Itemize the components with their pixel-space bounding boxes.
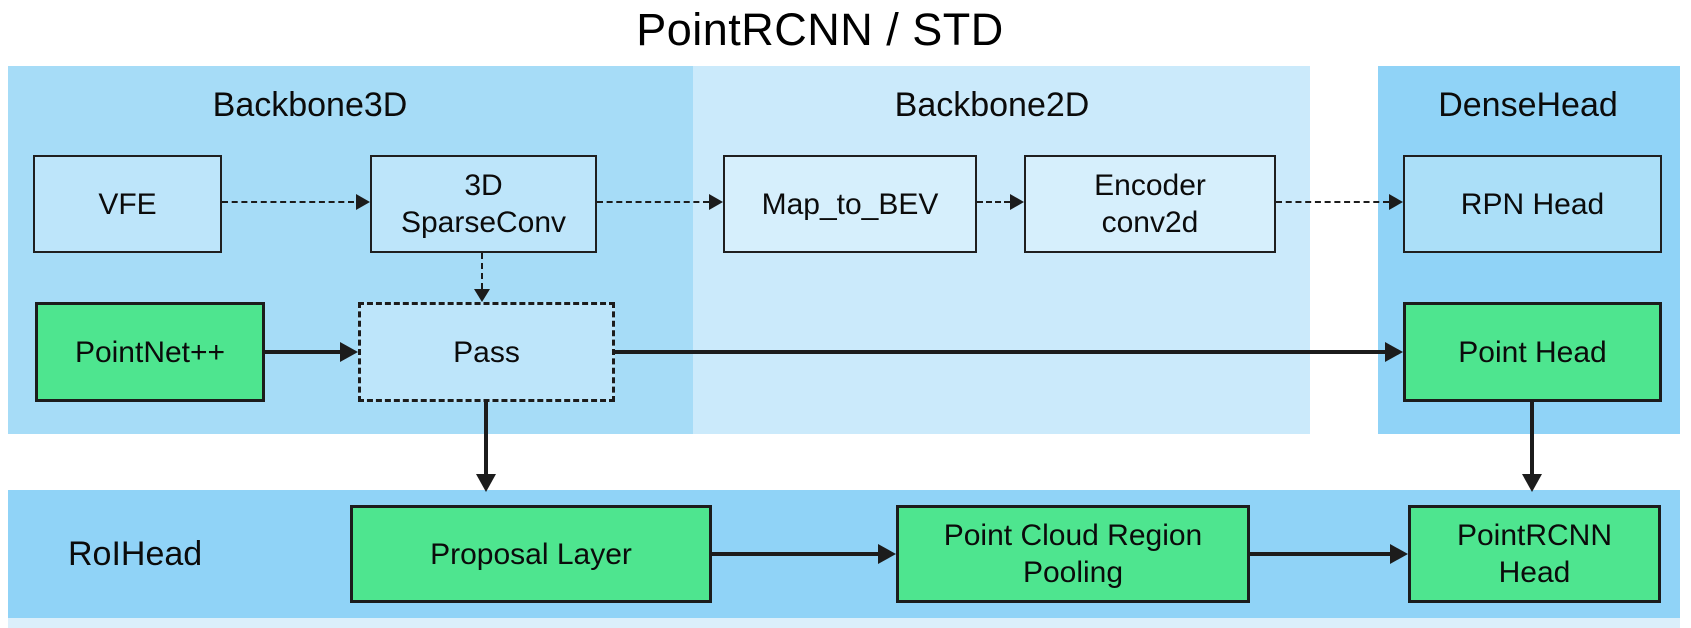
node-proposal-layer: Proposal Layer [350,505,712,603]
diagram-title: PointRCNN / STD [636,4,1004,55]
backbone3d-label: Backbone3D [212,86,408,124]
densehead-label: DenseHead [1438,86,1618,124]
node-point-cloud-pooling: Point Cloud Region Pooling [896,505,1250,603]
node-pointrcnn-head: PointRCNN Head [1408,505,1661,603]
node-pass: Pass [358,302,615,402]
node-encoder-conv2d: Encoder conv2d [1024,155,1276,253]
backbone2d-label: Backbone2D [894,86,1090,124]
node-3d-sparseconv: 3D SparseConv [370,155,597,253]
node-map-to-bev: Map_to_BEV [723,155,977,253]
node-vfe: VFE [33,155,222,253]
roihead-label: RoIHead [68,535,203,573]
node-point-head: Point Head [1403,302,1662,402]
bottom-strip [8,618,1680,628]
node-pointnet: PointNet++ [35,302,265,402]
node-rpn-head: RPN Head [1403,155,1662,253]
